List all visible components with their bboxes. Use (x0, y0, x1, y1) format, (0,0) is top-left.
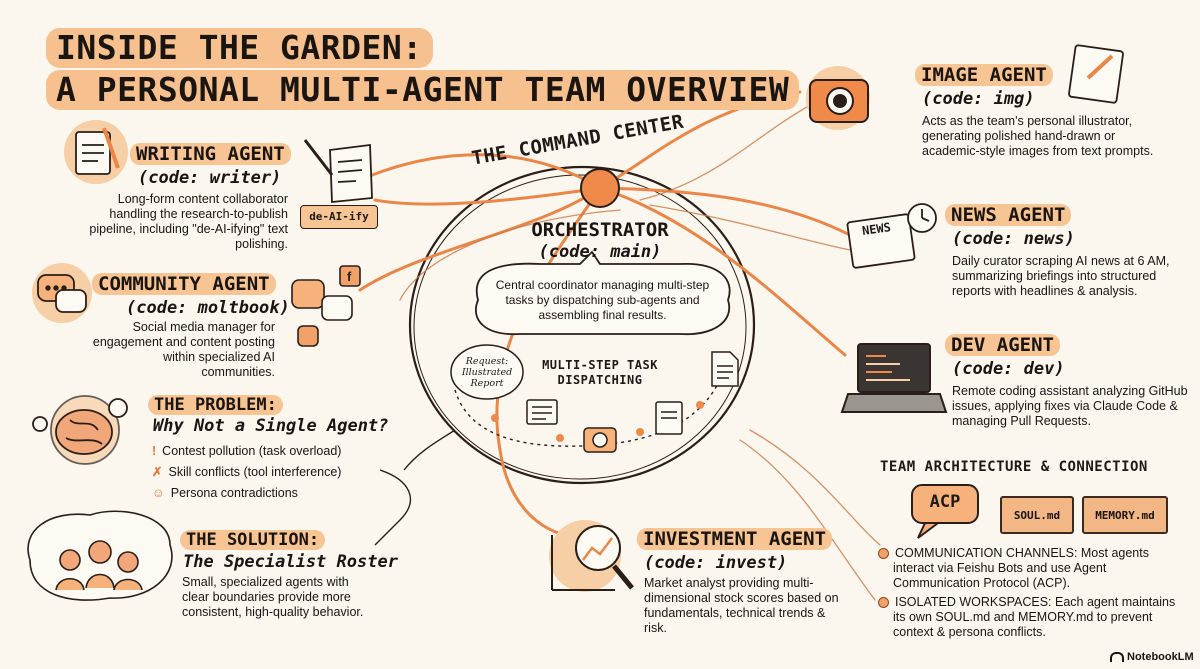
acp-label: ACP (929, 492, 961, 512)
community-agent-name: COMMUNITY AGENT (92, 272, 276, 296)
news-agent-code: (code: news) (952, 229, 1075, 249)
footer-brand-text: NotebookLM (1127, 651, 1194, 663)
request-line1: Request: (465, 356, 509, 367)
architecture-bullet-text: COMMUNICATION CHANNELS: Most agents inte… (893, 546, 1149, 590)
writing-agent-name-text: WRITING AGENT (130, 143, 291, 165)
architecture-heading: TEAM ARCHITECTURE & CONNECTION (880, 459, 1148, 475)
community-agent-name-text: COMMUNITY AGENT (92, 273, 276, 295)
problem-item-text: Contest pollution (task overload) (162, 444, 342, 458)
architecture-bullet-text: ISOLATED WORKSPACES: Each agent maintain… (893, 595, 1176, 639)
memory-file: MEMORY.md (1082, 496, 1168, 534)
soul-file: SOUL.md (1000, 496, 1074, 534)
solution-heading-text: THE SOLUTION: (180, 530, 326, 550)
community-agent-code: (code: moltbook) (126, 298, 290, 318)
brain-icon (32, 395, 128, 465)
invest-agent-description: Market analyst providing multi-dimension… (644, 576, 839, 635)
acp-bubble-icon (911, 484, 979, 539)
problem-item: ☺Persona contradictions (152, 486, 298, 500)
magnifier-chart-icon (551, 525, 634, 591)
dev-agent-code: (code: dev) (952, 359, 1065, 379)
page-title-line1: INSIDE THE GARDEN: (46, 28, 433, 68)
problem-list: !Contest pollution (task overload) ✗Skil… (152, 441, 392, 504)
image-agent-name: IMAGE AGENT (915, 63, 1053, 87)
problem-item: !Contest pollution (task overload) (152, 444, 342, 458)
invest-agent-name-text: INVESTMENT AGENT (637, 528, 833, 550)
request-bubble-text: Request: Illustrated Report (456, 356, 518, 389)
svg-text:f: f (347, 269, 352, 284)
problem-heading: THE PROBLEM: (148, 393, 283, 417)
camera-mini-icon (583, 427, 617, 453)
page-title-line2: A PERSONAL MULTI-AGENT TEAM OVERVIEW (46, 70, 800, 110)
orchestrator-code: (code: main) (538, 242, 662, 262)
file-mini-icon (711, 351, 739, 387)
deaiify-badge: de-AI-ify (300, 205, 378, 229)
news-agent-name-text: NEWS AGENT (945, 204, 1072, 226)
newspaper-mini-icon (526, 399, 558, 425)
invest-agent-name: INVESTMENT AGENT (637, 527, 833, 551)
dev-agent-name-text: DEV AGENT (945, 334, 1060, 356)
sketchbook-icon (1068, 44, 1124, 104)
problem-item: ✗Skill conflicts (tool interference) (152, 465, 342, 479)
image-agent-description: Acts as the team's personal illustrator,… (922, 114, 1154, 158)
image-agent-name-text: IMAGE AGENT (915, 64, 1053, 86)
dispatch-line2: DISPATCHING (557, 373, 643, 387)
footer-brand: NotebookLM (1110, 651, 1194, 663)
laptop-icon (840, 343, 948, 413)
problem-subheading: Why Not a Single Agent? (153, 416, 389, 436)
architecture-bullet: ISOLATED WORKSPACES: Each agent maintain… (878, 595, 1188, 640)
chat-bubbles-icon (37, 274, 87, 313)
solution-heading: THE SOLUTION: (180, 528, 326, 552)
orchestrator-node (580, 168, 620, 208)
camera-icon (809, 79, 869, 123)
invest-agent-code: (code: invest) (644, 553, 788, 573)
writing-agent-description: Long-form content collaborator handling … (89, 192, 288, 251)
orchestrator-name: ORCHESTRATOR (531, 219, 669, 241)
community-agent-description: Social media manager for engagement and … (92, 320, 275, 379)
orchestrator-description: Central coordinator managing multi-step … (495, 278, 710, 322)
architecture-bullet: COMMUNICATION CHANNELS: Most agents inte… (878, 546, 1188, 591)
newspaper-icon (846, 203, 937, 269)
problem-item-text: Persona contradictions (170, 486, 298, 500)
dev-agent-name: DEV AGENT (945, 333, 1060, 357)
document-mini-icon (655, 401, 683, 435)
brand-icon (1110, 652, 1124, 663)
problem-item-text: Skill conflicts (tool interference) (168, 465, 342, 479)
writing-agent-code: (code: writer) (138, 168, 282, 188)
request-line2: Illustrated (461, 367, 513, 378)
dispatch-line1: MULTI-STEP TASK (542, 358, 658, 372)
news-agent-description: Daily curator scraping AI news at 6 AM, … (952, 254, 1170, 298)
image-agent-code: (code: img) (922, 89, 1035, 109)
news-agent-name: NEWS AGENT (945, 203, 1072, 227)
quill-scroll-icon (303, 139, 373, 203)
solution-subheading: The Specialist Roster (183, 552, 398, 572)
team-people-icon (27, 510, 173, 601)
architecture-bullets: COMMUNICATION CHANNELS: Most agents inte… (878, 546, 1188, 640)
request-line3: Report (470, 378, 504, 389)
dispatch-label: MULTI-STEP TASK DISPATCHING (535, 358, 665, 388)
writing-pad-icon (75, 127, 120, 175)
solution-description: Small, specialized agents with clear bou… (182, 575, 364, 619)
writing-agent-name: WRITING AGENT (130, 142, 291, 166)
problem-heading-text: THE PROBLEM: (148, 395, 283, 415)
social-media-icon: f (291, 265, 361, 347)
dev-agent-description: Remote coding assistant analyzing GitHub… (952, 384, 1188, 428)
